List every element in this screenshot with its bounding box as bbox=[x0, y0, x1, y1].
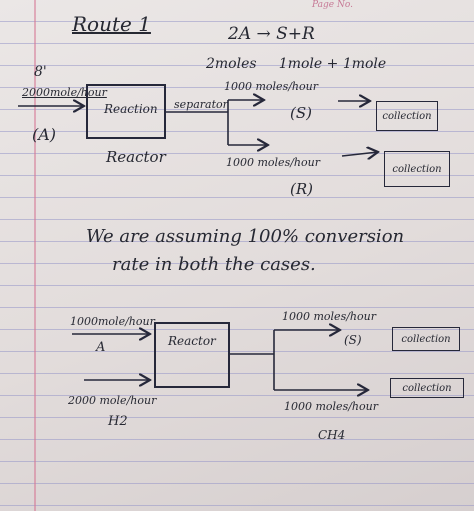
route2-ch4-label: CH4 bbox=[318, 428, 346, 442]
route2-h2-rate: 2000 mole/hour bbox=[68, 394, 157, 407]
margin-line bbox=[34, 0, 36, 511]
route2-reactor-box bbox=[154, 322, 230, 388]
route1-equation: 2A → S+R bbox=[228, 24, 315, 44]
route1-reactor-caption: Reactor bbox=[106, 148, 166, 166]
route2-s-rate: 1000 moles/hour bbox=[282, 310, 376, 323]
route1-input-label: (A) bbox=[32, 125, 57, 144]
route2-reactor-box-label: Reactor bbox=[168, 334, 216, 348]
route2-s-collection: collection bbox=[392, 327, 460, 351]
route1-r-rate: 1000 moles/hour bbox=[226, 156, 320, 169]
route1-r-collection: collection bbox=[384, 151, 450, 187]
route1-marker: 8' bbox=[34, 64, 47, 80]
page-no-label: Page No. bbox=[312, 0, 353, 10]
route1-s-label: (S) bbox=[290, 104, 312, 122]
route2-ch4-collection: collection bbox=[390, 378, 464, 398]
route1-r-label: (R) bbox=[290, 180, 313, 198]
route1-s-collection: collection bbox=[376, 101, 438, 131]
route2-ch4-rate: 1000 moles/hour bbox=[284, 400, 378, 413]
route1-title: Route 1 bbox=[72, 12, 151, 36]
route2-a-label: A bbox=[96, 340, 106, 355]
route1-equation-moles: 2moles 1mole + 1mole bbox=[206, 56, 387, 72]
note-line1: We are assuming 100% conversion bbox=[86, 226, 405, 247]
route1-separator-label: separator bbox=[174, 98, 228, 111]
route2-h2-label: H2 bbox=[108, 414, 128, 429]
route2-s-label: (S) bbox=[344, 333, 362, 347]
route1-input-rate: 2000mole/hour bbox=[22, 86, 107, 99]
route1-s-rate: 1000 moles/hour bbox=[224, 80, 318, 93]
route2-a-rate: 1000mole/hour bbox=[70, 315, 155, 328]
route1-reactor-box bbox=[86, 84, 166, 139]
route1-reactor-box-label: Reaction bbox=[104, 102, 158, 116]
note-line2: rate in both the cases. bbox=[112, 254, 316, 275]
route1-r-to-collection bbox=[341, 152, 378, 156]
